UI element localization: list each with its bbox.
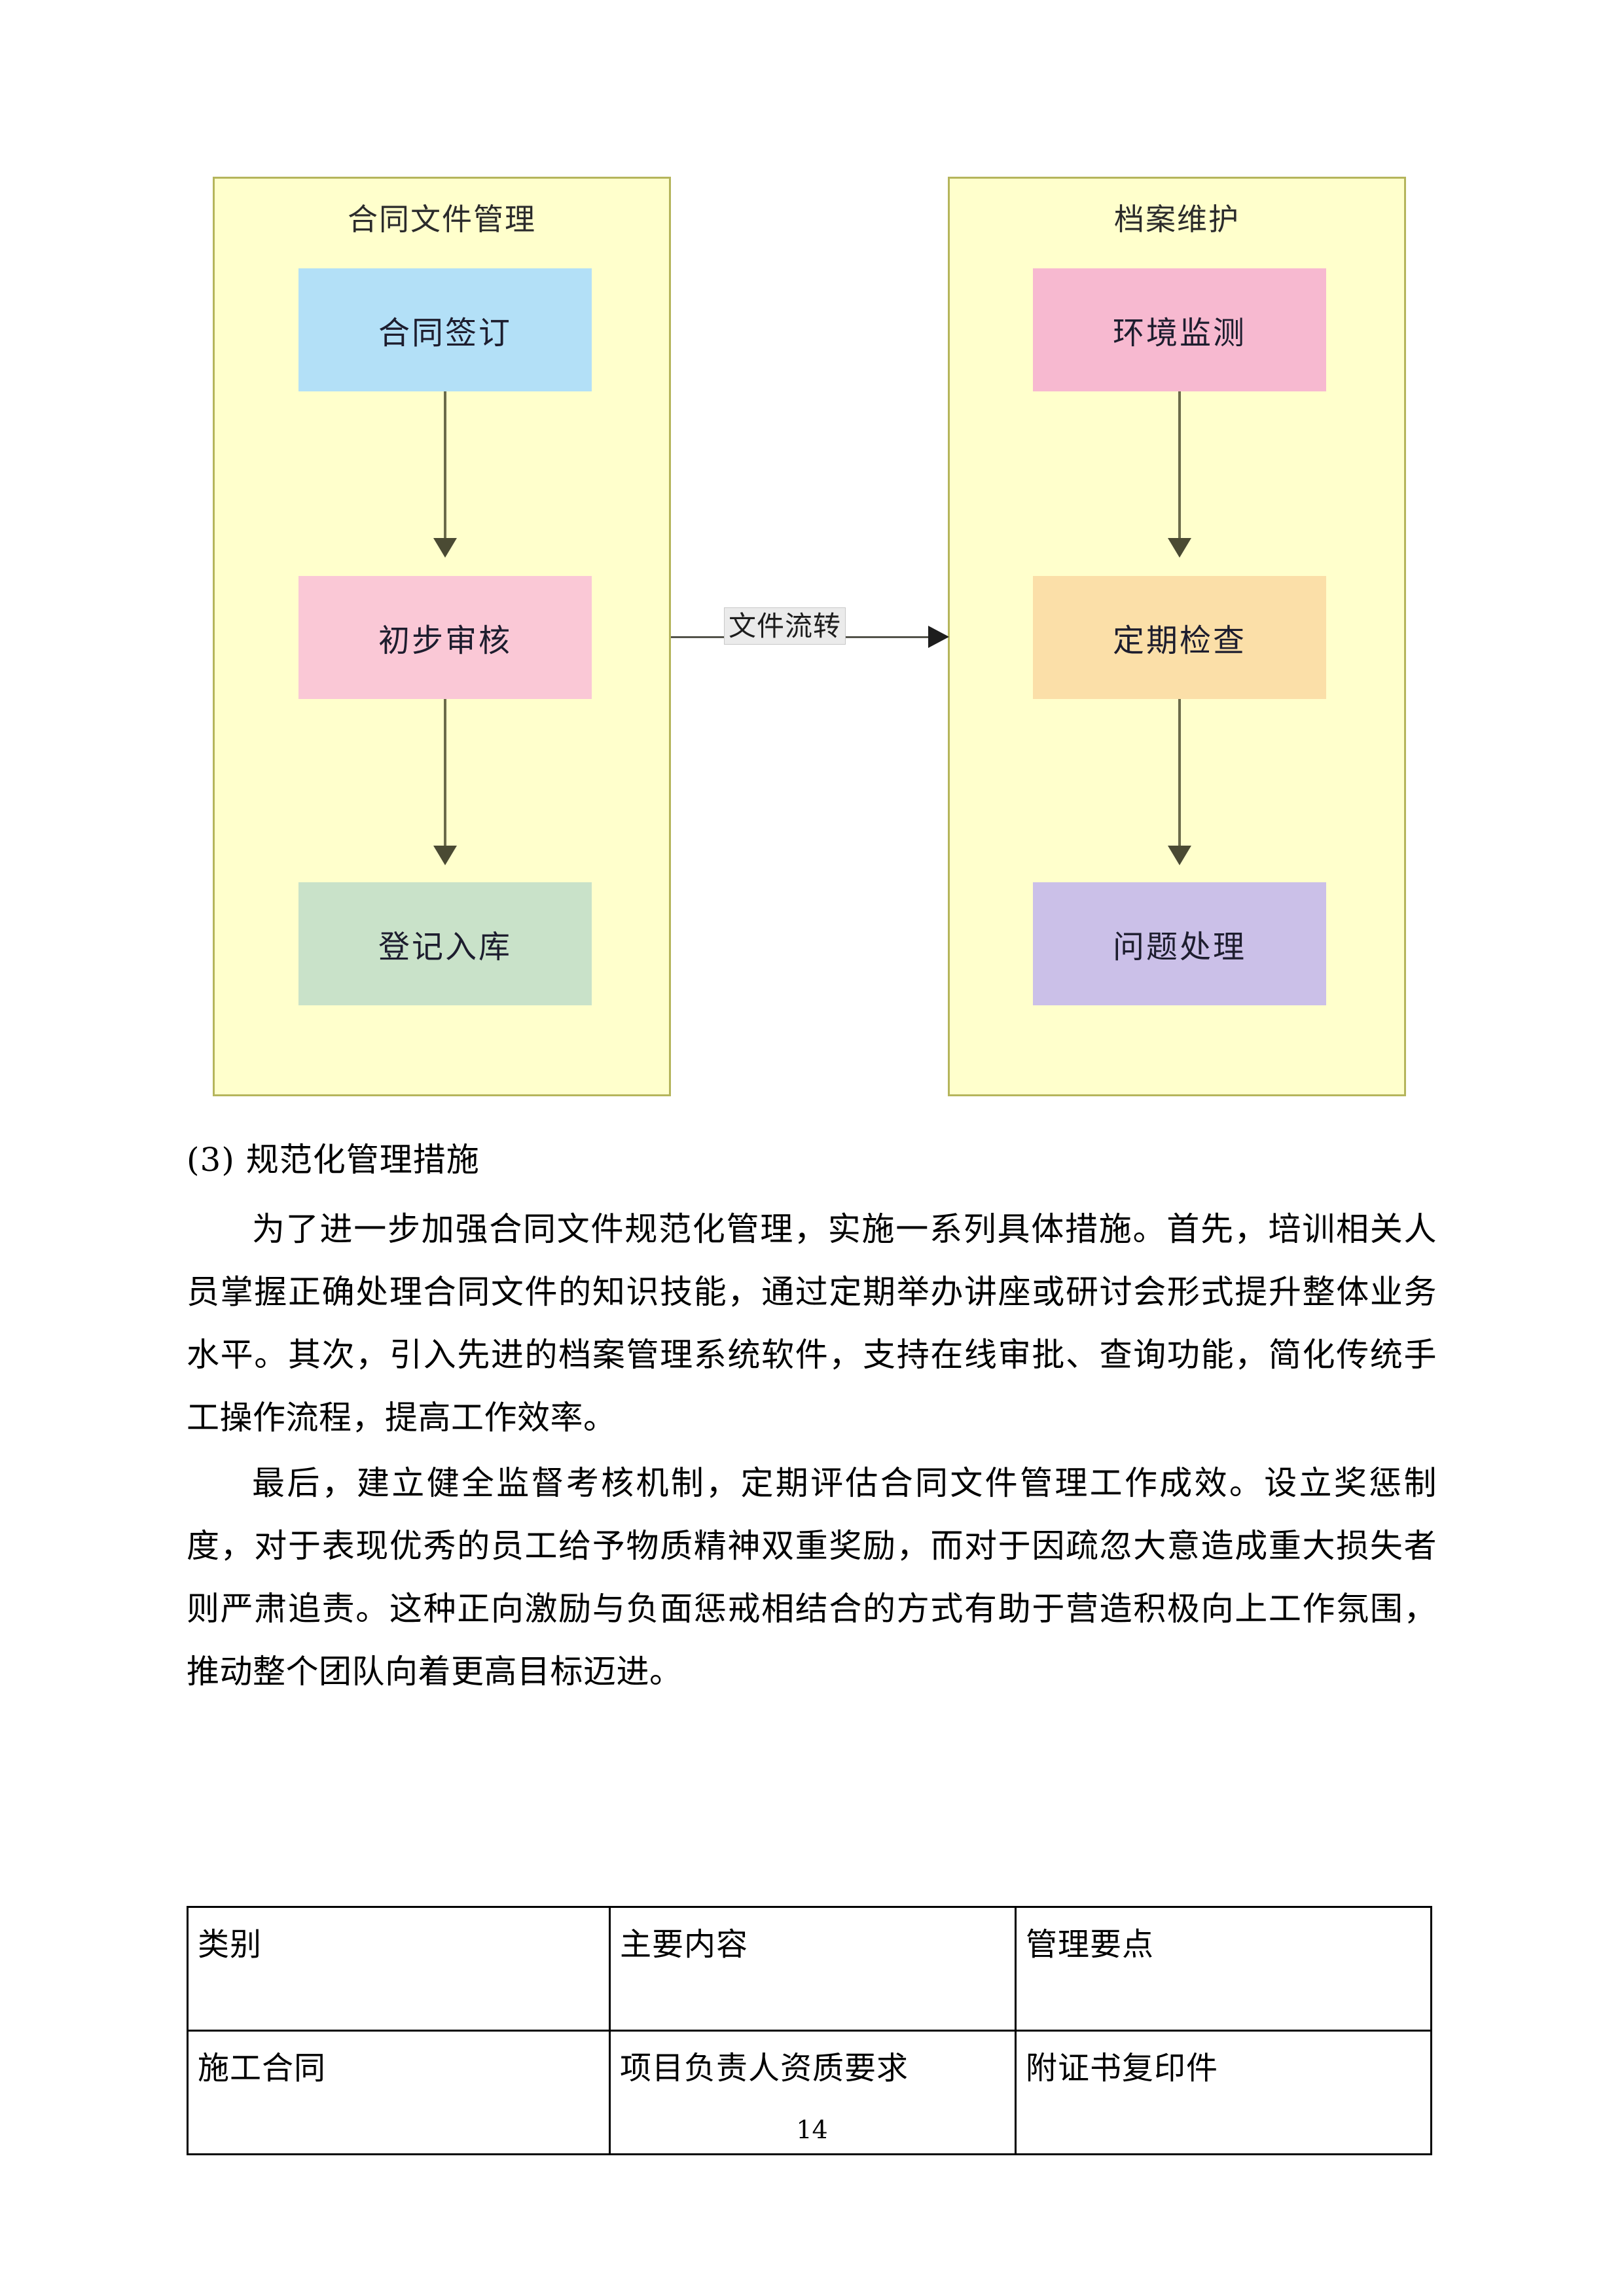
table-cell-category: 施工合同 (187, 2030, 611, 2155)
page-number: 14 (796, 2115, 828, 2144)
node-preliminary-review: 初步审核 (298, 576, 592, 699)
section-heading: (3) 规范化管理措施 (187, 1141, 480, 1179)
connector-line-monitor-to-check (1178, 391, 1181, 541)
node-environment-monitoring: 环境监测 (1033, 268, 1326, 391)
paragraph-2: 最后，建立健全监督考核机制，定期评估合同文件管理工作成效。设立奖惩制度，对于表现… (187, 1464, 1437, 1691)
arrow-head-down-icon (1168, 538, 1191, 558)
paragraph-1: 为了进一步加强合同文件规范化管理，实施一系列具体措施。首先，培训相关人员掌握正确… (187, 1210, 1437, 1437)
connector-line-sign-to-review (444, 391, 446, 541)
node-periodic-inspection: 定期检查 (1033, 576, 1326, 699)
table-cell-management-points: 附证书复印件 (1015, 2030, 1432, 2155)
table-header-cell-management-points: 管理要点 (1015, 1906, 1432, 2032)
connector-line-check-to-issue (1178, 699, 1181, 848)
cluster-title-left: 合同文件管理 (348, 202, 536, 237)
document-body: (3) 规范化管理措施 为了进一步加强合同文件规范化管理，实施一系列具体措施。首… (187, 1136, 1437, 1706)
table-cell-main-content: 项目负责人资质要求 (609, 2030, 1017, 2155)
arrow-head-down-icon (433, 846, 457, 865)
flowchart-diagram: 合同文件管理 档案维护 合同签订 初步审核 登记入库 环境监测 定期检查 问题处… (0, 0, 1624, 1126)
table-header-row: 类别 主要内容 管理要点 (187, 1906, 1432, 2032)
cluster-title-right: 档案维护 (1114, 202, 1240, 237)
contract-category-table: 类别 主要内容 管理要点 施工合同 项目负责人资质要求 附证书复印件 (187, 1906, 1432, 2155)
edge-label-file-transfer: 文件流转 (724, 607, 846, 645)
table-row: 施工合同 项目负责人资质要求 附证书复印件 (187, 2030, 1432, 2155)
arrow-head-down-icon (433, 538, 457, 558)
table-header-cell-category: 类别 (187, 1906, 611, 2032)
node-issue-handling: 问题处理 (1033, 882, 1326, 1005)
node-contract-signing: 合同签订 (298, 268, 592, 391)
node-registration-storage: 登记入库 (298, 882, 592, 1005)
connector-line-review-to-store (444, 699, 446, 848)
table-header-cell-main-content: 主要内容 (609, 1906, 1017, 2032)
arrow-head-right-icon (928, 626, 949, 648)
arrow-head-down-icon (1168, 846, 1191, 865)
